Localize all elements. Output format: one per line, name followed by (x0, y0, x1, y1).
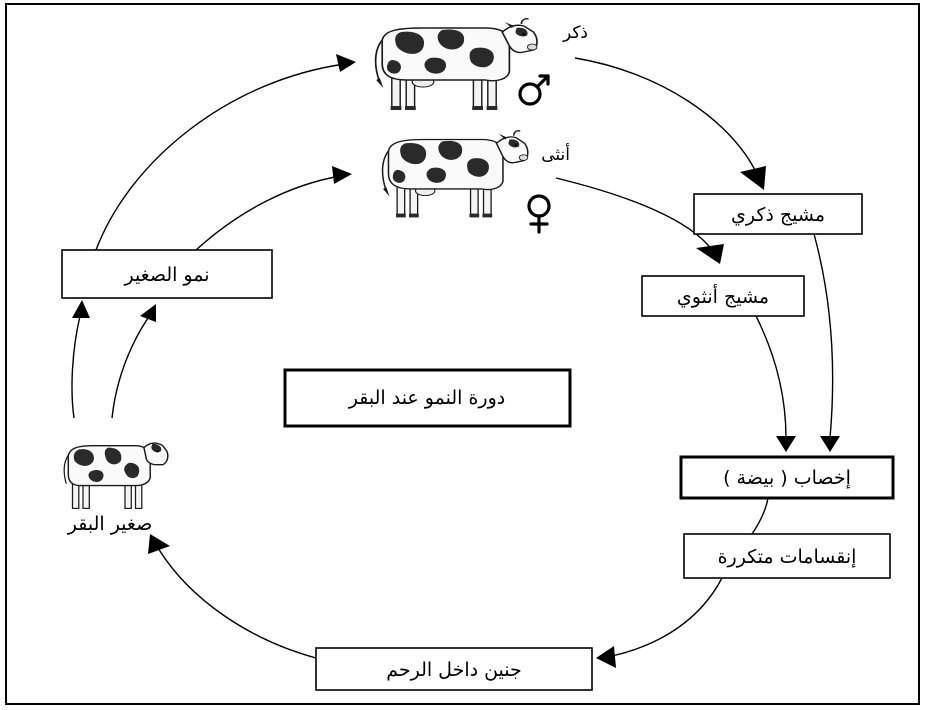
female-label: أنثى (541, 143, 570, 165)
arc-divisions-to-embryo (611, 577, 723, 657)
arrowhead-calf-to-growth-outer (72, 300, 90, 318)
male-gamete-box: مشيج ذكري (693, 193, 863, 235)
center-title-text: دورة النمو عند البقر (348, 387, 505, 409)
arc-growth-to-female (195, 175, 341, 251)
divisions-text: إنقسامات متكررة (718, 546, 857, 569)
center-title-box: دورة النمو عند البقر (283, 368, 572, 428)
outer-frame (5, 3, 920, 705)
arrowhead-female-to-gamete (696, 244, 724, 264)
male-symbol-icon (518, 74, 550, 106)
arrowhead-female-gamete-to-fertilization (776, 436, 796, 452)
male-label: ذكر (562, 23, 588, 43)
arc-female-gamete-to-fertilization (755, 315, 787, 439)
arrowhead-growth-to-female (332, 166, 352, 184)
arc-embryo-to-calf (157, 547, 317, 659)
growth-box: نمو الصغير (61, 249, 273, 299)
fertilization-box: إخصاب ( بيضة ) (679, 455, 895, 500)
arc-calf-to-growth-outer (71, 315, 81, 419)
calf-label: صغير البقر (67, 513, 152, 535)
arrowhead-calf-to-growth-inner (140, 304, 156, 322)
growth-text: نمو الصغير (123, 264, 209, 286)
male-gamete-text: مشيج ذكري (731, 204, 825, 226)
arc-calf-to-growth-inner (111, 317, 149, 419)
arc-fertilization-to-divisions (751, 497, 769, 535)
divisions-box: إنقسامات متكررة (683, 533, 891, 579)
arc-male-to-gamete (574, 57, 757, 173)
female-gamete-box: مشيج أنثوي (641, 275, 805, 317)
arrowhead-divisions-to-embryo (596, 646, 616, 668)
arc-growth-to-male (95, 63, 346, 251)
embryo-text: جنين داخل الرحم (386, 659, 522, 681)
arrowhead-male-to-gamete (740, 166, 766, 190)
female-symbol-icon (527, 194, 551, 234)
arc-female-to-gamete (555, 177, 713, 251)
arc-male-gamete-to-fertilization (813, 233, 834, 439)
female-gamete-text: مشيج أنثوي (677, 284, 769, 308)
arrowhead-growth-to-male (336, 54, 356, 72)
embryo-box: جنين داخل الرحم (315, 647, 593, 691)
fertilization-text: إخصاب ( بيضة ) (723, 467, 851, 490)
arrowhead-male-gamete-to-fertilization (820, 436, 840, 452)
arrowhead-embryo-to-calf (148, 534, 170, 554)
